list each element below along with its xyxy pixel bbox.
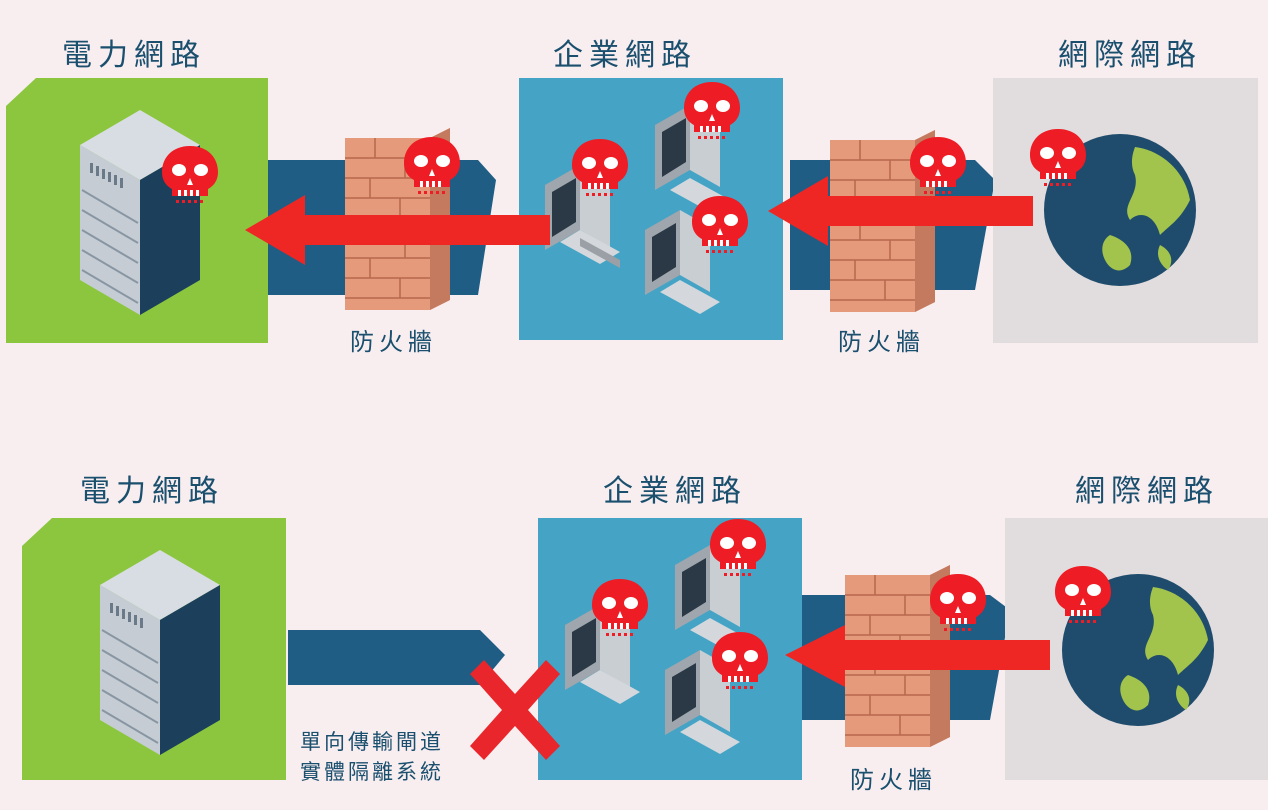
internet-label: 網際網路 [1075,474,1219,509]
gateway-label-line2: 實體隔離系統 [300,760,444,784]
skull-icon [930,574,986,631]
enterprise-network-label: 企業網路 [553,38,697,73]
enterprise-network-label: 企業網路 [603,474,747,509]
skull-icon [712,632,768,689]
computer-group [545,105,730,314]
attack-arrow [768,176,1033,246]
firewall-label: 防火牆 [838,328,925,356]
computer-group [565,545,750,754]
firewall-label: 防火牆 [850,766,937,794]
firewall-label: 防火牆 [350,328,437,356]
skull-icon [710,519,766,576]
skull-icon [910,137,966,194]
skull-icon [404,137,460,194]
attack-arrow [245,195,550,265]
block-x-icon [470,660,560,760]
power-network-label: 電力網路 [80,474,224,509]
skull-icon [692,196,748,253]
skull-icon [684,82,740,139]
gateway-label-line1: 單向傳輸閘道 [300,730,444,754]
globe-icon [1044,134,1196,286]
computer-icon [655,105,730,212]
server-icon [100,550,220,755]
connection-band [288,630,505,685]
skull-icon [592,579,648,636]
skull-icon [1055,566,1111,623]
internet-label: 網際網路 [1058,38,1202,73]
skull-icon [1030,129,1086,186]
power-network-label: 電力網路 [62,38,206,73]
skull-icon [572,139,628,196]
skull-icon [162,146,218,203]
attack-arrow [785,625,1050,687]
